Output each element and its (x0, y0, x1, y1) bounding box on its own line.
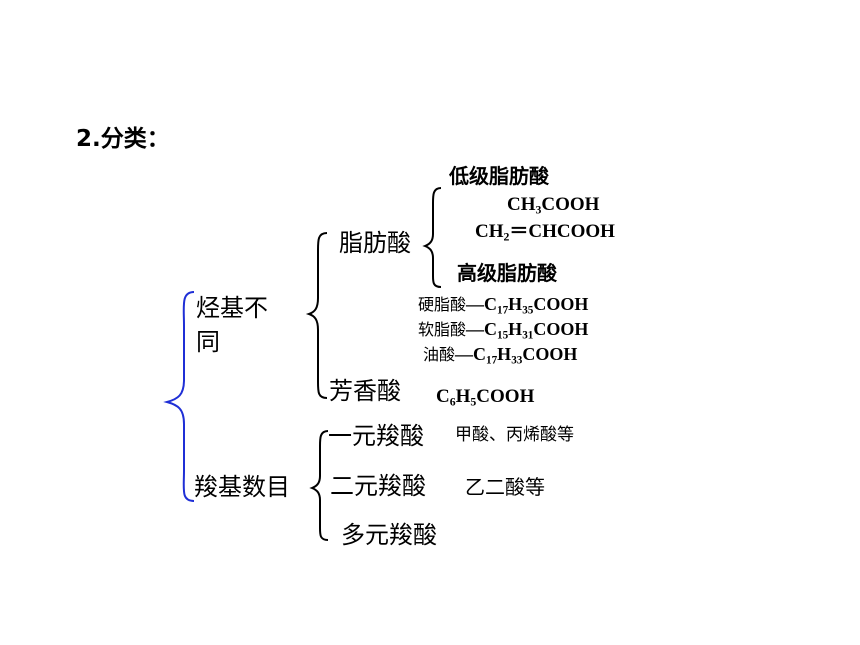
category-hydrocarbon-line1: 烃基不 (196, 294, 268, 322)
di-carboxylic-example: 乙二酸等 (465, 475, 545, 499)
stearic-acid-name: 硬脂酸 (418, 295, 467, 314)
stearic-acid-row: 硬脂酸—C17H35COOH (418, 294, 589, 317)
category-carboxyl: 羧基数目 (194, 473, 290, 501)
carboxyl-brace (309, 430, 329, 541)
palmitic-acid-row: 软脂酸—C15H31COOH (418, 319, 589, 342)
oleic-acid-row: 油酸—C17H33COOH (423, 344, 578, 367)
lower-fatty-acid-label: 低级脂肪酸 (449, 164, 549, 188)
category-hydrocarbon-2: 同 (196, 330, 220, 354)
di-carboxylic-label: 二元羧酸 (330, 472, 426, 500)
mono-carboxylic-label: 一元羧酸 (328, 422, 424, 450)
aromatic-acid-label: 芳香酸 (329, 377, 401, 405)
outer-brace (163, 291, 195, 502)
formula-benzoic-acid: C6H5COOH (436, 386, 535, 409)
formula-acrylic-acid: CH2＝CHCOOH (475, 221, 615, 244)
category-hydrocarbon: 烃基不 (196, 296, 268, 320)
mono-carboxylic-example: 甲酸、丙烯酸等 (455, 425, 574, 445)
hydrocarbon-brace (305, 232, 328, 399)
fatty-brace (422, 187, 442, 288)
higher-fatty-acid-label: 高级脂肪酸 (457, 261, 557, 285)
formula-acetic-acid: CH3COOH (507, 194, 600, 217)
poly-carboxylic-label: 多元羧酸 (341, 521, 437, 549)
fatty-acid-label: 脂肪酸 (339, 229, 411, 257)
category-hydrocarbon-line2: 同 (196, 328, 220, 356)
section-title: 2.分类： (76, 126, 170, 152)
oleic-acid-name: 油酸 (423, 345, 456, 364)
palmitic-acid-name: 软脂酸 (418, 320, 467, 339)
